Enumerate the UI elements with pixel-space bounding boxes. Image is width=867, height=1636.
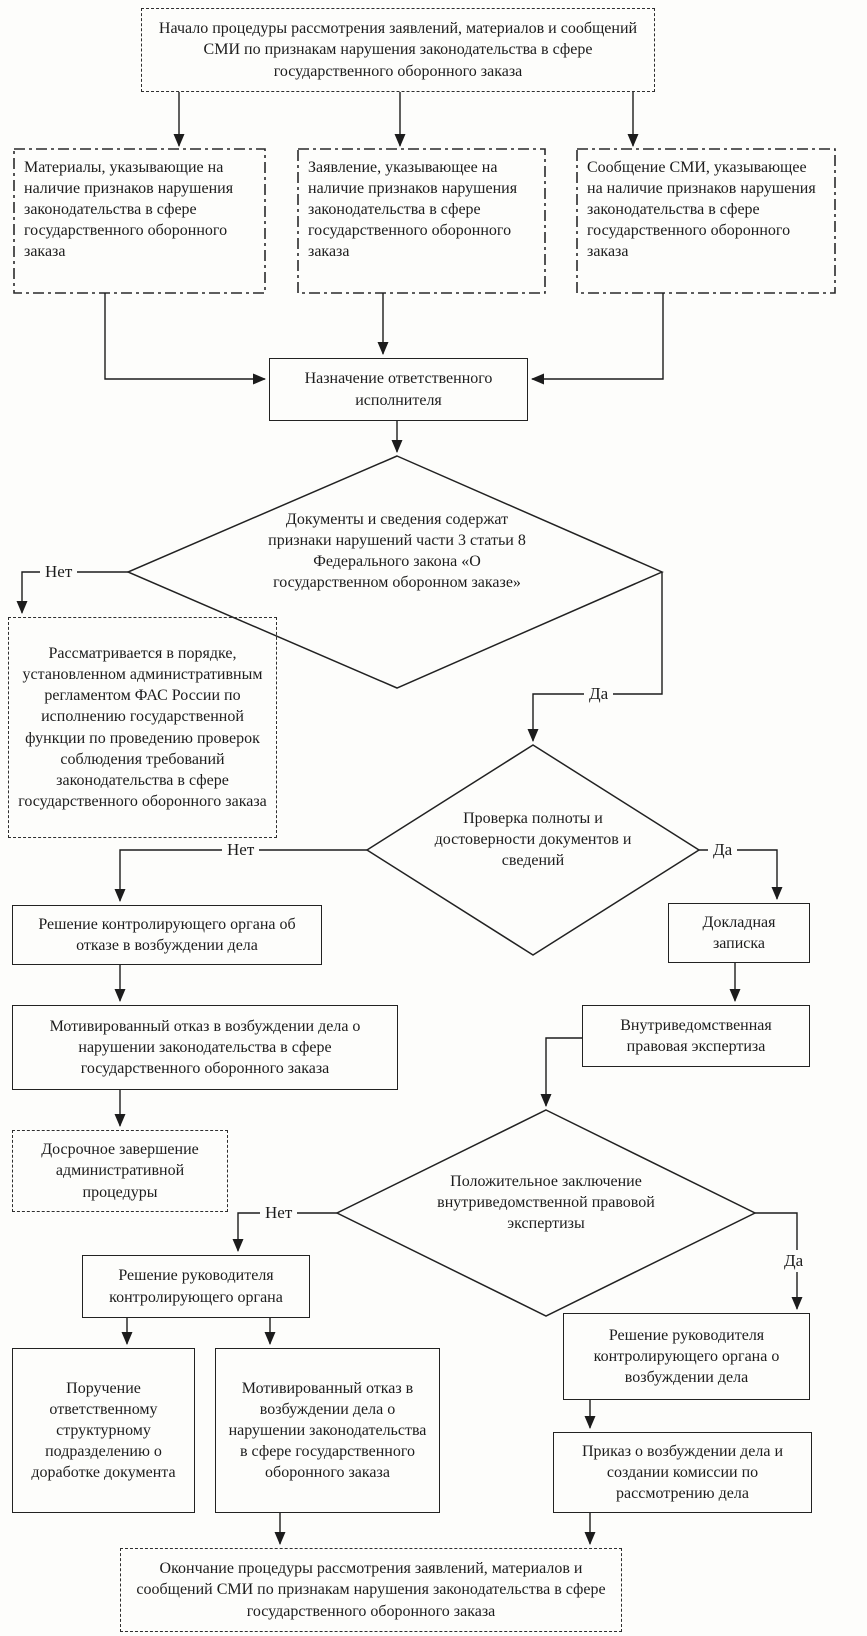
decision-completeness-text: Проверка полноты и достоверности докумен… — [434, 810, 632, 870]
decision-signs-text: Документы и сведения содержат признаки н… — [268, 511, 526, 592]
node-start: Начало процедуры рассмотрения заявлений,… — [141, 8, 655, 92]
edge-decision3-no — [232, 1212, 337, 1252]
label-yes-decision3: Да — [779, 1250, 809, 1272]
edge-decision3-yes — [755, 1212, 803, 1310]
node-rework-instruction: Поручение ответственному структурному по… — [12, 1348, 195, 1513]
label-no-decision1: Нет — [40, 561, 78, 583]
node-assign-executor: Назначение ответственного исполнителя — [269, 358, 528, 421]
node-order-commission: Приказ о возбуждении дела и создании ком… — [553, 1432, 812, 1513]
node-materials: Материалы, указывающие на наличие призна… — [24, 159, 234, 261]
label-no-decision3: Нет — [260, 1202, 298, 1224]
decision-conclusion-diamond — [335, 1109, 757, 1317]
application-box-border — [297, 148, 546, 294]
decision-completeness-diamond — [365, 744, 701, 956]
node-memo: Докладная записка — [668, 903, 810, 963]
media-box-border — [576, 148, 836, 294]
edge-expertise-decision3 — [540, 1037, 582, 1107]
edge-decision2-no — [114, 849, 367, 902]
label-yes-decision2: Да — [708, 839, 738, 861]
node-head-decision-initiate: Решение руководителя контролирующего орг… — [563, 1313, 810, 1400]
node-reviewed-other-procedure: Рассматривается в порядке, установленном… — [8, 617, 277, 838]
node-motivated-refusal: Мотивированный отказ в возбуждении дела … — [12, 1005, 398, 1090]
decision-conclusion-text: Положительное заключение внутриведомстве… — [437, 1173, 655, 1233]
node-end: Окончание процедуры рассмотрения заявлен… — [120, 1548, 622, 1632]
node-refusal-decision: Решение контролирующего органа об отказе… — [12, 905, 322, 965]
node-media-report: Сообщение СМИ, указывающее на наличие пр… — [587, 159, 816, 261]
node-head-decision: Решение руководителя контролирующего орг… — [82, 1255, 310, 1318]
node-early-completion: Досрочное завершение административной пр… — [12, 1130, 228, 1212]
label-no-decision2: Нет — [222, 839, 260, 861]
node-application: Заявление, указывающее на наличие призна… — [308, 159, 518, 261]
decision-signs-diamond — [126, 455, 664, 689]
edge-materials-assign — [104, 293, 266, 385]
edge-decision1-no — [16, 571, 128, 614]
node-legal-expertise: Внутриведомственная правовая экспертиза — [582, 1005, 810, 1067]
node-motivated-refusal-2: Мотивированный отказ в возбуждении дела … — [215, 1348, 440, 1513]
label-yes-decision1: Да — [584, 683, 614, 705]
edge-media-assign — [531, 293, 664, 385]
materials-box-border — [13, 148, 266, 294]
